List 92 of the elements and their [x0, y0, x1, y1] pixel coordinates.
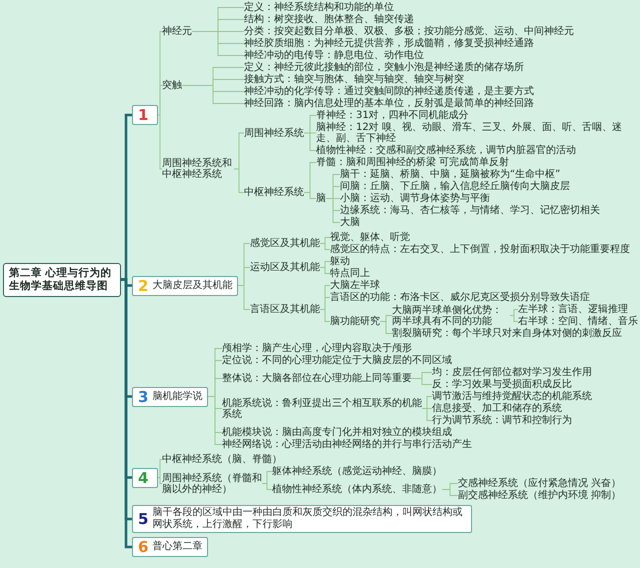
connector-line [380, 321, 392, 334]
topic-label: 脊髓：脑和周围神经的桥梁 可完成简单反射 [316, 157, 510, 168]
topic-label: 颅相学：脑产生心理，心理内容取决于颅形 [222, 343, 412, 354]
topic-label: 神经元 [162, 26, 192, 37]
connector-line [262, 483, 272, 490]
topic-label: 反：学习效果与受损面积成反比 [432, 379, 572, 390]
topic-label: 言语区的功能：布洛卡区、威尔尼克区受损分别导致失语症 [330, 292, 590, 303]
connector-line [158, 477, 162, 484]
topic-label: 脑功能研究 [330, 316, 380, 327]
connector-line [412, 378, 432, 385]
topic-label: 结构：树突接收、胞体整合、轴突传递 [244, 14, 414, 25]
connector-line [234, 168, 244, 193]
topic-label: 定位说：不同的心理功能定位于大脑皮层的不同区域 [222, 355, 452, 366]
topic-label: 机能系统说：鲁利亚提出三个相互联系的机能系统 [222, 398, 422, 420]
topic-label: 大脑两半球单侧化优势：两半球具有不同的功能 [392, 304, 510, 326]
connector-line [320, 309, 330, 322]
branch-number: 5 [138, 511, 148, 527]
branch-title: 大脑皮层及其机能 [152, 280, 232, 292]
connector-line [326, 198, 340, 223]
central-topic-box: 第二章 心理与行为的生物学基础思维导图 [3, 262, 121, 296]
topic-label: 间脑：丘脑、下丘脑，输入信息经丘脑传向大脑皮层 [340, 181, 570, 192]
topic-label: 感觉区及其机能 [250, 238, 320, 249]
topic-label: 中枢神经系统 [244, 187, 304, 198]
topic-label: 感觉区的特点：左右交叉、上下倒置，投射面积取决于功能重要程度 [330, 244, 630, 255]
branch-number: 3 [138, 388, 148, 404]
topic-label: 脊神经：31对，四种不同机能成分 [316, 110, 469, 121]
topic-label: 突触 [162, 80, 182, 91]
topic-label: 视觉、躯体、听觉 [330, 232, 410, 243]
topic-label: 植物性神经：交感和副交感神经系统，调节内脏器官的活动 [316, 145, 576, 156]
topic-label: 分类：按突起数目分单极、双极、多极；按功能分感觉、运动、中间神经元 [244, 26, 574, 37]
topic-label: 小脑：运动、调节身体姿势与平衡 [340, 193, 490, 204]
branch-title: 脑干各段的区域中由一种由白质和灰质交织的混杂结构，叫网状结构或网状系统，上行激醒，下行影响 [152, 507, 464, 531]
branch-title: 脑机能学说 [152, 390, 202, 402]
connector-line [422, 408, 432, 421]
topic-label: 定义：神经系统结构和功能的单位 [244, 2, 394, 13]
connector-line [158, 459, 162, 478]
topic-label: 大脑 [340, 217, 360, 228]
branch-box [132, 276, 238, 296]
connector-line [304, 132, 316, 151]
topic-label: 特点同上 [330, 268, 370, 279]
topic-label: 均：皮层任何部位都对学习发生作用 [432, 367, 592, 378]
topic-label: 接触方式：轴突与胞体、轴突与轴突、轴突与树突 [244, 74, 464, 85]
topic-label: 神经回路：脑内信息处理的基本单位，反射弧是最简单的神经回路 [244, 98, 534, 109]
topic-label: 神经冲动的化学传导：通过突触间隙的神经递质传递，是主要方式 [244, 86, 534, 97]
topic-label: 大脑左半球 [330, 280, 380, 291]
branch-box [132, 537, 208, 557]
topic-label: 周围神经系统 [244, 128, 304, 138]
connector-line [510, 315, 518, 322]
branch-box [132, 468, 158, 488]
topic-label: 调节激活与维持觉醒状态的机能系统 [432, 391, 592, 402]
topic-label: 机能模块说：脑由高度专门化并相对独立的模块组成 [222, 427, 452, 438]
branch-box [132, 505, 472, 533]
topic-label: 边缘系统：海马、杏仁核等，与情绪、学习、记忆密切相关 [340, 205, 600, 216]
branch-box [132, 386, 208, 406]
topic-label: 躯体神经系统（感觉运动神经、脑膜） [272, 466, 442, 477]
connector-line [442, 489, 458, 496]
topic-label: 定义：神经元彼此接触的部位，突触小泡是神经递质的储存场所 [244, 62, 524, 73]
connector-line [192, 31, 244, 56]
topic-label: 右半球：空间、情绪、音乐 [518, 316, 638, 327]
topic-label: 植物性神经系统（体内系统、非随意） [272, 484, 442, 495]
connector-line [158, 114, 162, 170]
branch-number: 4 [138, 470, 148, 486]
topic-label: 言语区及其机能 [250, 304, 320, 315]
topic-label: 整体说：大脑各部位在心理功能上同等重要 [222, 373, 412, 384]
topic-label: 神经胶质细胞：为神经元提供营养，形成髓鞘，修复受损神经通路 [244, 38, 534, 49]
topic-label: 副交感神经系统（维护内环境 抑制） [458, 490, 622, 501]
topic-label: 割裂脑研究：每个半球只对来自身体对侧的刺激反应 [392, 328, 622, 339]
topic-label: 躯动 [330, 256, 350, 267]
connector-line [320, 243, 330, 250]
connector-line [304, 192, 316, 199]
branch-number: 1 [138, 107, 148, 123]
connector-line [238, 285, 250, 310]
branch-title: 普心第二章 [152, 541, 202, 553]
topic-label: 周围神经系统和中枢神经系统 [162, 158, 234, 180]
branch-box [132, 105, 158, 125]
topic-label: 脑神经：12对 嗅、视、动眼、滑车、三叉、外展、面、听、舌咽、迷走、副、舌下神经 [316, 122, 636, 144]
topic-label: 中枢神经系统（脑、脊髓） [162, 454, 282, 465]
topic-label: 神经冲动的电传导：静息电位、动作电位 [244, 50, 424, 61]
topic-label: 脑干：延脑、桥脑、中脑，延脑被称为“生命中枢” [340, 169, 560, 180]
branch-number: 6 [138, 539, 148, 555]
topic-label: 神经网络说：心理活动由神经网络的并行与串行活动产生 [222, 439, 472, 450]
topic-label: 交感神经系统（应付紧急情况 兴奋） [458, 478, 622, 489]
topic-label: 脑 [316, 193, 326, 204]
topic-label: 行为调节系统：调节和控制行为 [432, 415, 572, 426]
topic-label: 左半球：言语、逻辑推理 [518, 304, 628, 315]
topic-label: 周围神经系统（脊髓和脑以外的神经） [162, 472, 262, 494]
topic-label: 运动区及其机能 [250, 262, 320, 273]
connector-line [158, 85, 162, 116]
topic-label: 信息接受、加工和储存的系统 [432, 403, 562, 414]
connector-line [182, 85, 244, 104]
branch-number: 2 [138, 278, 148, 294]
connector-line [320, 267, 330, 274]
